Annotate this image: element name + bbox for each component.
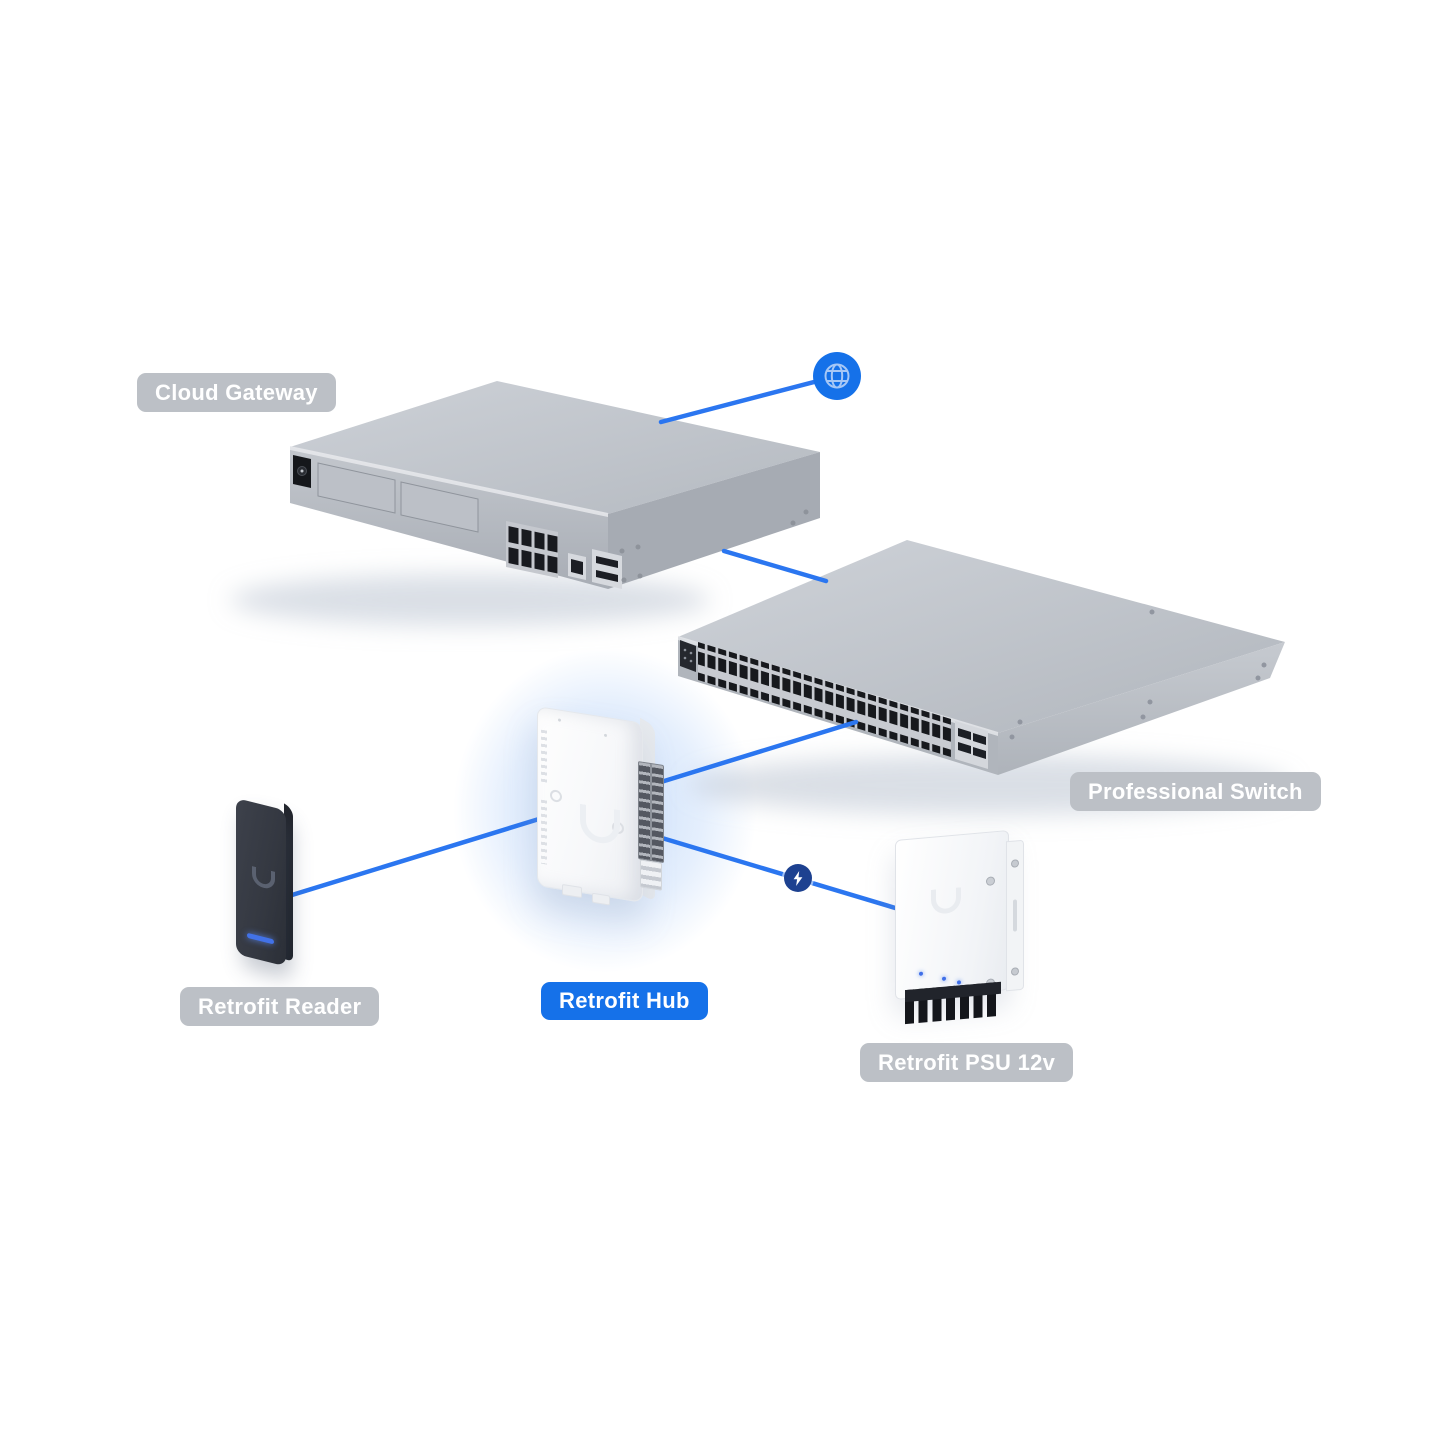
line-gateway-switch (721, 548, 829, 584)
psu-led (942, 976, 946, 981)
line-hub-psu (649, 832, 905, 913)
gateway-end-face (608, 452, 820, 589)
psu-mounting-flange (1006, 839, 1024, 992)
gateway-drive-bay (400, 481, 479, 533)
ubiquiti-logo (252, 865, 275, 891)
psu-screw (1011, 859, 1019, 868)
psu-led (957, 980, 961, 985)
switch-ports (698, 642, 951, 757)
connection-lines (289, 373, 905, 913)
hub-terminal-block (638, 760, 664, 864)
psu-screw (986, 876, 995, 887)
line-internet-gateway (658, 373, 840, 425)
lightning-bolt-icon (784, 864, 812, 892)
gateway-shadow (230, 574, 710, 626)
reader-led-bar (247, 932, 274, 945)
ubiquiti-logo (931, 887, 961, 915)
gateway-top-face (290, 381, 820, 514)
hub-vent (541, 799, 547, 865)
retrofit-reader-device (236, 798, 286, 967)
switch-side-face (998, 642, 1285, 775)
psu-led (919, 971, 923, 976)
retrofit-hub-device (537, 706, 664, 906)
node-label-retrofit-reader: Retrofit Reader (180, 987, 380, 1026)
line-reader-hub (289, 812, 555, 898)
psu-screw (1011, 967, 1019, 976)
gateway-ports (506, 521, 558, 578)
gateway-sfp-ports (592, 549, 622, 589)
retrofit-psu-device (895, 830, 1024, 1025)
cloud-gateway-device (290, 381, 820, 589)
gateway-screws (619, 509, 809, 583)
hub-screw-dot (558, 718, 561, 722)
hub-vent (541, 729, 547, 783)
hub-screw-dot (604, 733, 607, 738)
node-label-retrofit-hub: Retrofit Hub (541, 982, 708, 1020)
switch-screws (1009, 609, 1267, 740)
professional-switch-device (678, 540, 1285, 775)
line-switch-hub (645, 719, 859, 789)
node-label-cloud-gateway: Cloud Gateway (137, 373, 336, 412)
hub-terminal-block-lower (640, 859, 662, 891)
ubiquiti-logo (580, 803, 620, 847)
hub-keyhole (550, 789, 562, 803)
globe-icon (813, 352, 861, 400)
gateway-drive-bay (317, 462, 396, 514)
node-label-retrofit-psu: Retrofit PSU 12v (860, 1043, 1074, 1082)
node-label-professional-switch: Professional Switch (1070, 772, 1321, 811)
switch-top-face (678, 540, 1285, 733)
switch-panel (680, 640, 696, 672)
